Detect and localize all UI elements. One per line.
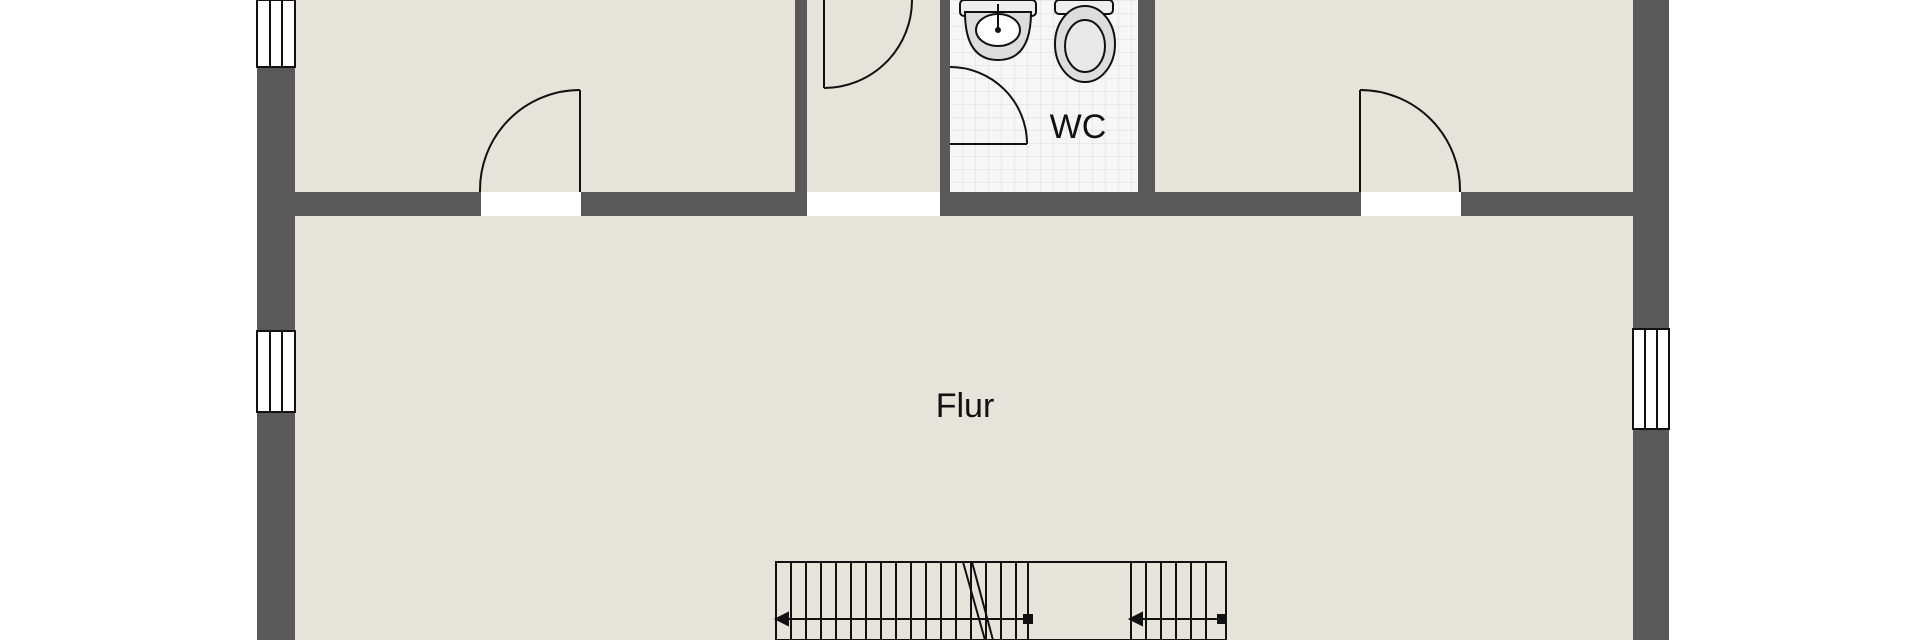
wall-horizontal-2 — [581, 192, 807, 216]
floor-areas — [295, 0, 1633, 640]
direction-arrow-icon — [1127, 611, 1227, 627]
sink-icon — [959, 0, 1037, 62]
staircase-icon — [773, 561, 1227, 640]
direction-arrow-icon — [773, 611, 1033, 627]
stair-treads — [790, 562, 1207, 640]
floor-corridor-top — [807, 0, 940, 192]
wall-horizontal-1 — [295, 192, 481, 216]
door-swing-icon — [823, 0, 913, 89]
wall-vertical-3 — [1138, 0, 1155, 216]
window-icon — [256, 330, 296, 413]
toilet-icon — [1054, 0, 1116, 83]
walls — [257, 0, 1669, 640]
doors — [478, 0, 1462, 193]
wall-vertical-2 — [940, 0, 950, 216]
room-label-flur: Flur — [936, 387, 995, 425]
window-icon — [1632, 328, 1670, 430]
wall-vertical-1 — [795, 0, 807, 216]
window-icon — [256, 0, 296, 68]
door-swing-icon — [949, 66, 1028, 145]
door-swing-icon — [1359, 89, 1462, 193]
door-swing-icon — [478, 89, 581, 193]
wall-outer-left — [257, 0, 295, 640]
wall-horizontal-4 — [1461, 192, 1633, 216]
wall-outer-right — [1633, 0, 1669, 640]
windows — [256, 0, 1670, 430]
room-label-wc: WC — [1050, 108, 1107, 146]
